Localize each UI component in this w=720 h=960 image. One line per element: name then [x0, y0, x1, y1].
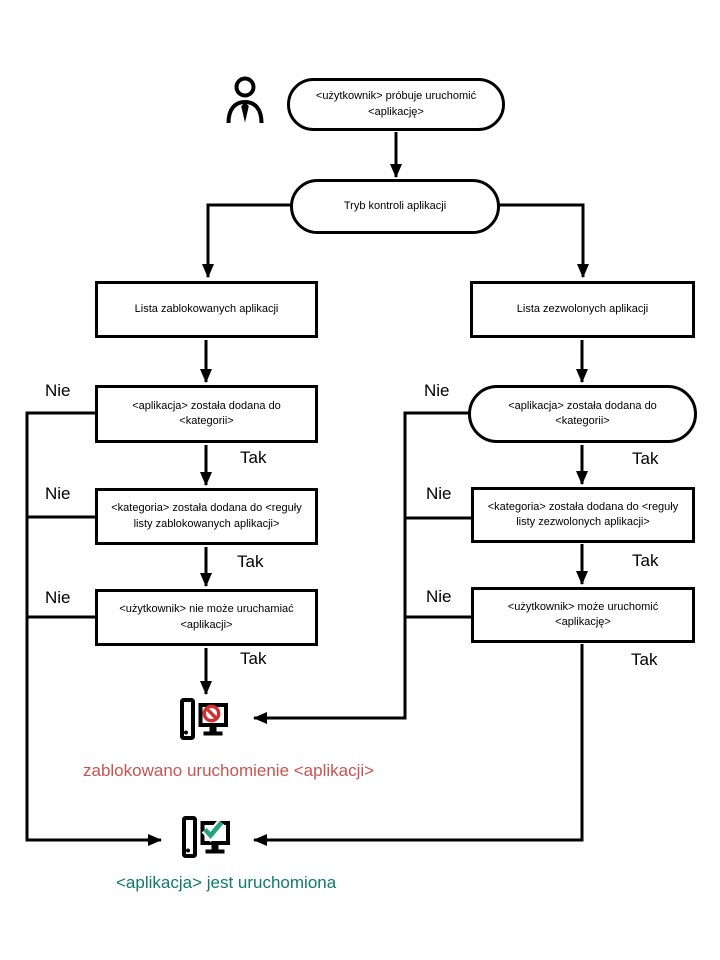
- node-start: <użytkownik> próbuje uruchomić <aplikacj…: [287, 78, 505, 131]
- computer-running-icon: [182, 816, 230, 858]
- edge-label-no: Nie: [426, 484, 452, 503]
- edge-label-yes: Tak: [237, 552, 264, 571]
- node-al-user-can-run: <użytkownik> może uruchomić <aplikację>: [471, 587, 695, 643]
- node-control-mode: Tryb kontroli aplikacji: [290, 179, 500, 234]
- edge-label-no: Nie: [426, 587, 452, 606]
- edge-label-yes: Tak: [631, 650, 658, 669]
- edge-label-no: Nie: [45, 588, 71, 607]
- edge-label-yes: Tak: [632, 551, 659, 570]
- computer-blocked-icon: [180, 698, 228, 740]
- edge-label-no: Nie: [45, 381, 71, 400]
- edge-label-yes: Tak: [632, 449, 659, 468]
- user-icon: [226, 76, 264, 124]
- prohibition-icon: [202, 704, 221, 723]
- node-blocked-list: Lista zablokowanych aplikacji: [95, 281, 318, 338]
- edge-label-no: Nie: [424, 381, 450, 400]
- node-al-category-in-rule: <kategoria> została dodana do <reguły li…: [471, 487, 695, 543]
- blocked-result-text: zablokowano uruchomienie <aplikacji>: [83, 761, 375, 780]
- node-bl-app-in-category: <aplikacja> została dodana do <kategorii…: [95, 385, 318, 443]
- edge-label-no: Nie: [45, 484, 71, 503]
- checkmark-icon: [201, 819, 225, 843]
- edge-label-yes: Tak: [240, 448, 267, 467]
- node-allowed-list: Lista zezwolonych aplikacji: [470, 281, 695, 338]
- node-bl-user-cannot-run: <użytkownik> nie może uruchamiać <aplika…: [95, 589, 318, 646]
- node-bl-category-in-rule: <kategoria> została dodana do <reguły li…: [95, 488, 318, 545]
- node-al-app-in-category: <aplikacja> została dodana do <kategorii…: [468, 385, 697, 443]
- edge-label-yes: Tak: [240, 649, 267, 668]
- running-result-text: <aplikacja> jest uruchomiona: [116, 873, 337, 892]
